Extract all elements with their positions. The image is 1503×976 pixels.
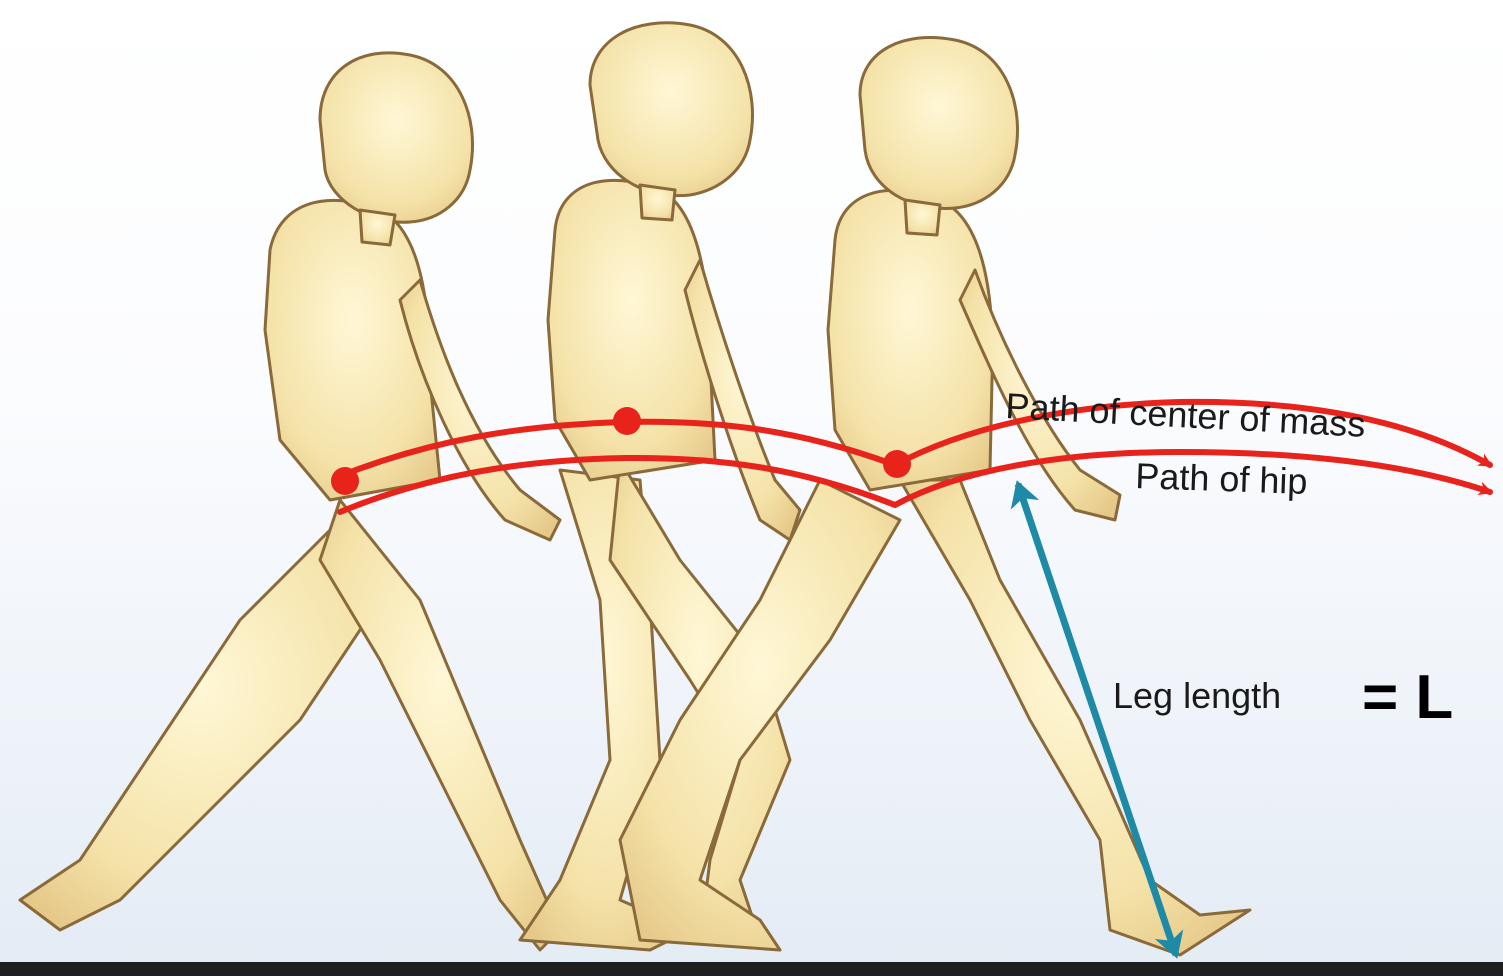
hip-path-label: Path of hip (1135, 455, 1308, 502)
center-of-mass-label: Path of center of mass (1005, 385, 1367, 445)
walker-figure-rear (20, 53, 560, 950)
ground-line (0, 962, 1503, 976)
center-of-mass-dot-2 (613, 407, 641, 435)
center-of-mass-dot-3 (883, 450, 911, 478)
leg-length-symbol: = L (1362, 662, 1453, 733)
center-of-mass-dot-1 (331, 467, 359, 495)
leg-length-label: Leg length (1113, 675, 1281, 716)
